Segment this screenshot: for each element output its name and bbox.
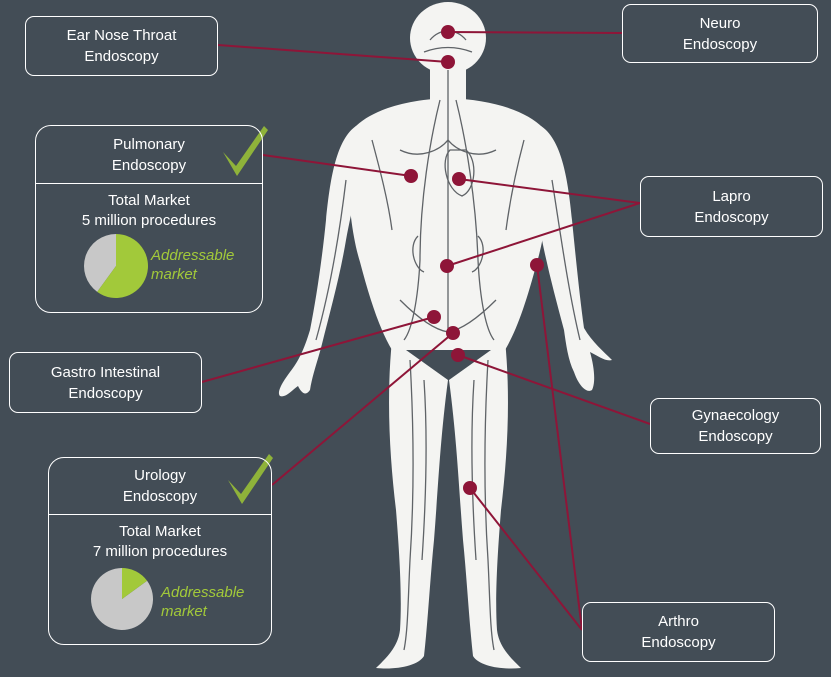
- gynaecology-label-line1: Gynaecology: [692, 405, 780, 426]
- urology-title-line2: Endoscopy: [123, 486, 197, 507]
- pulmonary-addressable-line1: Addressable: [151, 246, 234, 265]
- neuro-label-line1: Neuro: [700, 13, 741, 34]
- pulmonary-addressable-line2: market: [151, 265, 234, 284]
- pulmonary-market-size: 5 million procedures: [36, 211, 262, 231]
- arthro-label-line2: Endoscopy: [641, 632, 715, 653]
- urology-panel-header: Urology Endoscopy: [49, 458, 271, 515]
- pulmonary-market: Total Market 5 million procedures: [36, 191, 262, 231]
- gynaecology-label-line2: Endoscopy: [698, 426, 772, 447]
- neuro-label-line2: Endoscopy: [683, 34, 757, 55]
- pulmonary-title-line2: Endoscopy: [112, 155, 186, 176]
- urology-addressable-line2: market: [161, 602, 244, 621]
- urology-endoscopy-panel: Urology Endoscopy Total Market 7 million…: [48, 457, 272, 645]
- pulmonary-title-line1: Pulmonary: [113, 134, 185, 155]
- urology-market: Total Market 7 million procedures: [49, 522, 271, 562]
- gastro-endoscopy-label: Gastro Intestinal Endoscopy: [9, 352, 202, 413]
- lapro-label-line1: Lapro: [712, 186, 750, 207]
- urology-title-line1: Urology: [134, 465, 186, 486]
- arthro-label-line1: Arthro: [658, 611, 699, 632]
- human-body-figure: [279, 2, 612, 669]
- urology-addressable-line1: Addressable: [161, 583, 244, 602]
- pulmonary-market-title: Total Market: [36, 191, 262, 211]
- gastro-label-line1: Gastro Intestinal: [51, 362, 160, 383]
- urology-market-title: Total Market: [49, 522, 271, 542]
- ent-label-line1: Ear Nose Throat: [67, 25, 177, 46]
- lapro-endoscopy-label: Lapro Endoscopy: [640, 176, 823, 237]
- pulmonary-addressable-label: Addressable market: [151, 246, 234, 284]
- ent-endoscopy-label: Ear Nose Throat Endoscopy: [25, 16, 218, 76]
- gynaecology-endoscopy-label: Gynaecology Endoscopy: [650, 398, 821, 454]
- gastro-label-line2: Endoscopy: [68, 383, 142, 404]
- pulmonary-endoscopy-panel: Pulmonary Endoscopy Total Market 5 milli…: [35, 125, 263, 313]
- pulmonary-panel-header: Pulmonary Endoscopy: [36, 126, 262, 184]
- urology-market-size: 7 million procedures: [49, 542, 271, 562]
- arthro-endoscopy-label: Arthro Endoscopy: [582, 602, 775, 662]
- urology-addressable-label: Addressable market: [161, 583, 244, 621]
- lapro-label-line2: Endoscopy: [694, 207, 768, 228]
- neuro-endoscopy-label: Neuro Endoscopy: [622, 4, 818, 63]
- ent-label-line2: Endoscopy: [84, 46, 158, 67]
